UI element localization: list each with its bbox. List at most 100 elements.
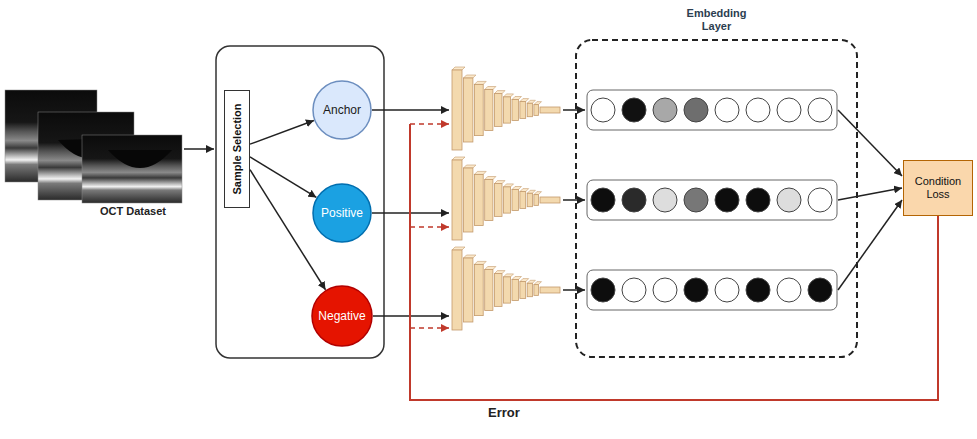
cnn-layer	[527, 103, 532, 116]
cnn-layer	[504, 277, 511, 303]
cnn-layer-top	[504, 94, 514, 97]
cnn-layer	[474, 264, 483, 315]
cnn-layer-top	[452, 67, 465, 70]
embedding-vector	[587, 180, 837, 220]
embedding-arrow	[563, 289, 585, 291]
cnn-layer	[540, 287, 560, 293]
vector-unit	[777, 98, 801, 122]
cnn-layer	[452, 70, 462, 150]
cnn-layer-top	[520, 279, 529, 282]
group-outline	[575, 6, 858, 358]
sampling-arrow	[250, 170, 325, 290]
error-feedback-branches	[410, 124, 449, 328]
sample-label: Negative	[318, 309, 365, 323]
cnn-layer-top	[464, 255, 476, 258]
embedding-arrow	[563, 199, 585, 201]
cnn-icon	[452, 157, 560, 240]
vector-unit	[591, 278, 615, 302]
cnn-layer	[520, 192, 526, 209]
cnn-layer	[512, 100, 518, 121]
cnn-layer-top	[527, 280, 535, 283]
vector-unit	[591, 98, 615, 122]
cnn-layer	[464, 78, 473, 142]
cnn-layer	[527, 283, 532, 296]
vector-unit	[684, 188, 708, 212]
cnn-layer-top	[520, 189, 529, 192]
vector-unit	[777, 188, 801, 212]
embedding-layer-group: Embedding Layer	[575, 6, 858, 358]
vector-unit	[808, 278, 832, 302]
cnn-layer	[520, 282, 526, 299]
embedding-vector	[587, 90, 837, 130]
cnn-layer	[494, 274, 502, 307]
cnn-layer	[474, 174, 483, 225]
cnn-layer	[464, 168, 473, 232]
embedding-arrow	[563, 109, 585, 111]
cnn-layer-top	[485, 87, 496, 90]
cnn-layer-top	[464, 165, 476, 168]
cnn-layer-top	[452, 157, 465, 160]
cnn-layer-top	[494, 271, 505, 274]
input-arrow	[184, 148, 214, 150]
vector-unit	[746, 278, 770, 302]
vector-unit	[622, 98, 646, 122]
cnn-layer	[527, 193, 532, 206]
vector-unit	[808, 98, 832, 122]
vector-unit	[622, 278, 646, 302]
vector-frame	[587, 270, 837, 310]
loss-box: Condition Loss	[903, 160, 973, 216]
vector-frame	[587, 180, 837, 220]
cnn-layer	[512, 280, 518, 301]
loss-arrow	[838, 200, 902, 290]
cnn-layer	[504, 187, 511, 213]
cnn-layer	[494, 94, 502, 127]
cnn-layer	[452, 160, 462, 240]
vector-unit	[653, 188, 677, 212]
vector-unit	[684, 278, 708, 302]
selection-label: Sample Selection	[231, 103, 243, 194]
sample-label: Anchor	[323, 103, 361, 117]
sample-circle: Positive	[312, 183, 372, 243]
feed-arrow	[372, 109, 449, 111]
circle-shape	[312, 286, 372, 346]
circle-shape	[313, 81, 371, 139]
cnn-layer-top	[474, 261, 486, 264]
cnn-layer	[534, 195, 539, 206]
cnn-layer-top	[512, 277, 521, 280]
cnn-layer-top	[504, 184, 514, 187]
error-branch	[410, 123, 449, 125]
oct-cyst	[108, 150, 172, 168]
circle-shape	[313, 184, 371, 242]
cnn-layer-top	[534, 102, 542, 105]
cnn-layer-top	[527, 100, 535, 103]
cnn-layer	[485, 270, 493, 311]
cnn-layer	[474, 84, 483, 135]
group-heading: Embedding Layer	[675, 6, 759, 34]
cnn-layer	[504, 97, 511, 123]
cnn-layer-top	[520, 99, 529, 102]
selection-box: Sample Selection	[224, 90, 250, 208]
dashed-border	[576, 40, 857, 357]
vector-unit	[715, 188, 739, 212]
error-branch	[410, 327, 449, 329]
vector-unit	[715, 98, 739, 122]
cnn-icon	[452, 67, 560, 150]
cnn-layer-top	[512, 187, 521, 190]
embedding-vector	[587, 270, 837, 310]
network-illustration	[452, 67, 837, 330]
cnn-layer-top	[474, 81, 486, 84]
cnn-layer	[520, 102, 526, 119]
cnn-layer	[534, 285, 539, 296]
sampling-arrow	[250, 120, 314, 144]
cnn-layer	[485, 90, 493, 131]
cnn-layer-top	[534, 192, 542, 195]
loss-arrow	[838, 188, 902, 200]
vector-unit	[746, 188, 770, 212]
cnn-layer	[540, 107, 560, 113]
oct-scan	[82, 135, 182, 203]
vector-unit	[653, 278, 677, 302]
vector-unit	[591, 188, 615, 212]
